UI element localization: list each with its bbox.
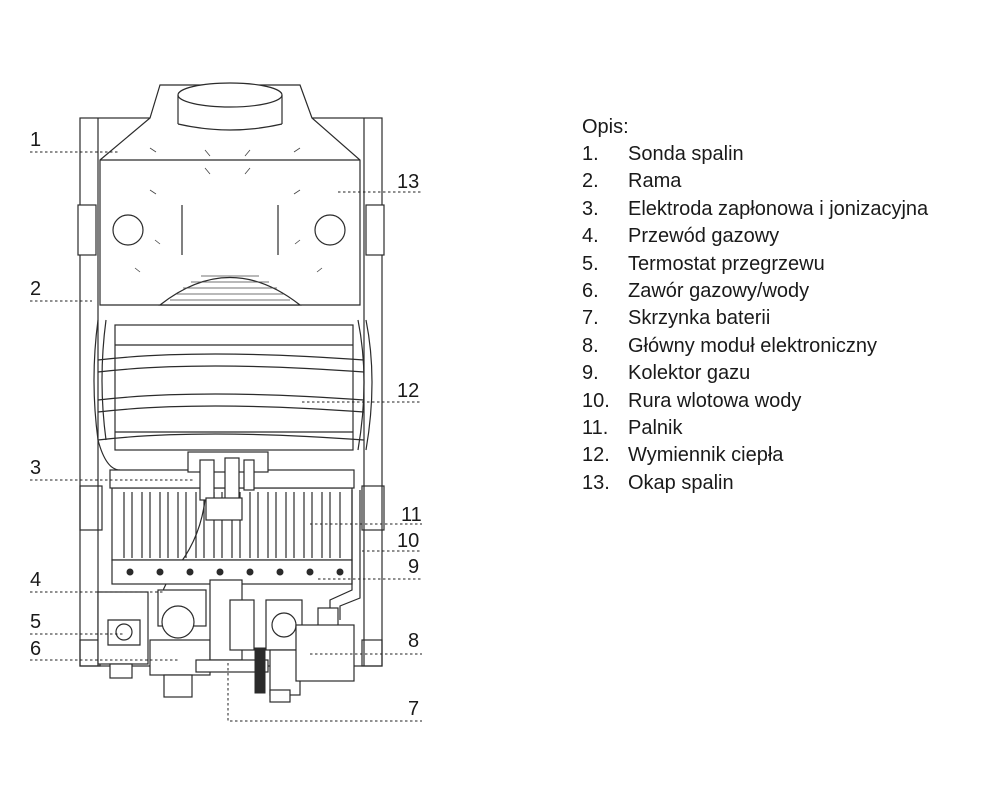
- gas-valve-assembly: [97, 579, 355, 703]
- legend-item: 3. Elektroda zapłonowa i jonizacyjna: [582, 196, 992, 223]
- ignition-electrode: [159, 451, 269, 606]
- legend-item-number: 13.: [582, 471, 610, 494]
- legend-item: 6. Zawór gazowy/wody: [582, 278, 992, 305]
- callout-6: 6: [30, 638, 41, 660]
- legend-item-text: Skrzynka baterii: [628, 307, 771, 330]
- callout-12: 12: [397, 380, 419, 402]
- legend-item-number: 3.: [582, 197, 599, 220]
- callout-5: 5: [30, 611, 41, 633]
- legend-item: 11. Palnik: [582, 415, 992, 442]
- legend-item-text: Rura wlotowa wody: [628, 389, 802, 412]
- leader-lines: [30, 151, 422, 722]
- legend-item-text: Wymiennik ciepła: [628, 444, 784, 467]
- legend-item: 2. Rama: [582, 168, 992, 195]
- legend-item-text: Zawór gazowy/wody: [628, 279, 810, 302]
- legend-item-number: 5.: [582, 252, 599, 275]
- legend-item: 9. Kolektor gazu: [582, 360, 992, 387]
- heat-exchanger: [93, 319, 373, 471]
- legend-item: 7. Skrzynka baterii: [582, 305, 992, 332]
- legend-item: 5. Termostat przegrzewu: [582, 251, 992, 278]
- callout-2: 2: [30, 278, 41, 300]
- legend-item-text: Elektroda zapłonowa i jonizacyjna: [628, 197, 929, 220]
- legend-item-text: Okap spalin: [628, 471, 734, 494]
- callout-9: 9: [408, 556, 419, 578]
- callout-10: 10: [397, 530, 419, 552]
- callout-4: 4: [30, 569, 41, 591]
- legend-item-number: 7.: [582, 307, 599, 330]
- callout-8: 8: [408, 630, 419, 652]
- legend-item: 13. Okap spalin: [582, 470, 992, 497]
- legend-item-text: Rama: [628, 170, 682, 193]
- legend-item-number: 12.: [582, 444, 610, 467]
- legend-item: 8. Główny moduł elektroniczny: [582, 333, 992, 360]
- legend-item-number: 2.: [582, 170, 599, 193]
- legend-item-text: Palnik: [628, 416, 683, 439]
- legend-item: 10. Rura wlotowa wody: [582, 388, 992, 415]
- legend-item-number: 9.: [582, 362, 599, 385]
- legend-item-text: Termostat przegrzewu: [628, 252, 825, 275]
- flue-hood: [99, 82, 361, 306]
- legend-item-number: 10.: [582, 389, 610, 412]
- legend-item-text: Kolektor gazu: [628, 362, 751, 385]
- legend-heading: Opis:: [582, 116, 629, 138]
- legend-item-text: Główny moduł elektroniczny: [628, 334, 877, 357]
- legend-item-number: 4.: [582, 225, 599, 248]
- legend-item-number: 11.: [582, 416, 609, 439]
- legend-item: 4. Przewód gazowy: [582, 223, 992, 250]
- legend-list: 1. Sonda spalin 2. Rama 3. Elektroda zapłon…: [582, 141, 992, 497]
- legend: Opis: 1. Sonda spalin 2. Rama 3. Elektroda …: [582, 113, 992, 497]
- legend-item-number: 1.: [582, 143, 599, 165]
- water-heater-diagram: 1 2 3 4 5 6 7 8 9 10 11 12 13: [30, 82, 422, 722]
- callout-11: 11: [401, 504, 422, 526]
- legend-item: 1. Sonda spalin: [582, 141, 992, 168]
- callout-1: 1: [30, 129, 41, 151]
- callout-7: 7: [408, 698, 419, 720]
- callout-3: 3: [30, 457, 41, 479]
- callout-13: 13: [397, 171, 419, 193]
- legend-item: 12. Wymiennik ciepła: [582, 442, 992, 469]
- legend-item-text: Przewód gazowy: [628, 225, 780, 248]
- legend-item-number: 8.: [582, 334, 599, 357]
- legend-item-number: 6.: [582, 279, 599, 302]
- legend-item-text: Sonda spalin: [628, 143, 744, 165]
